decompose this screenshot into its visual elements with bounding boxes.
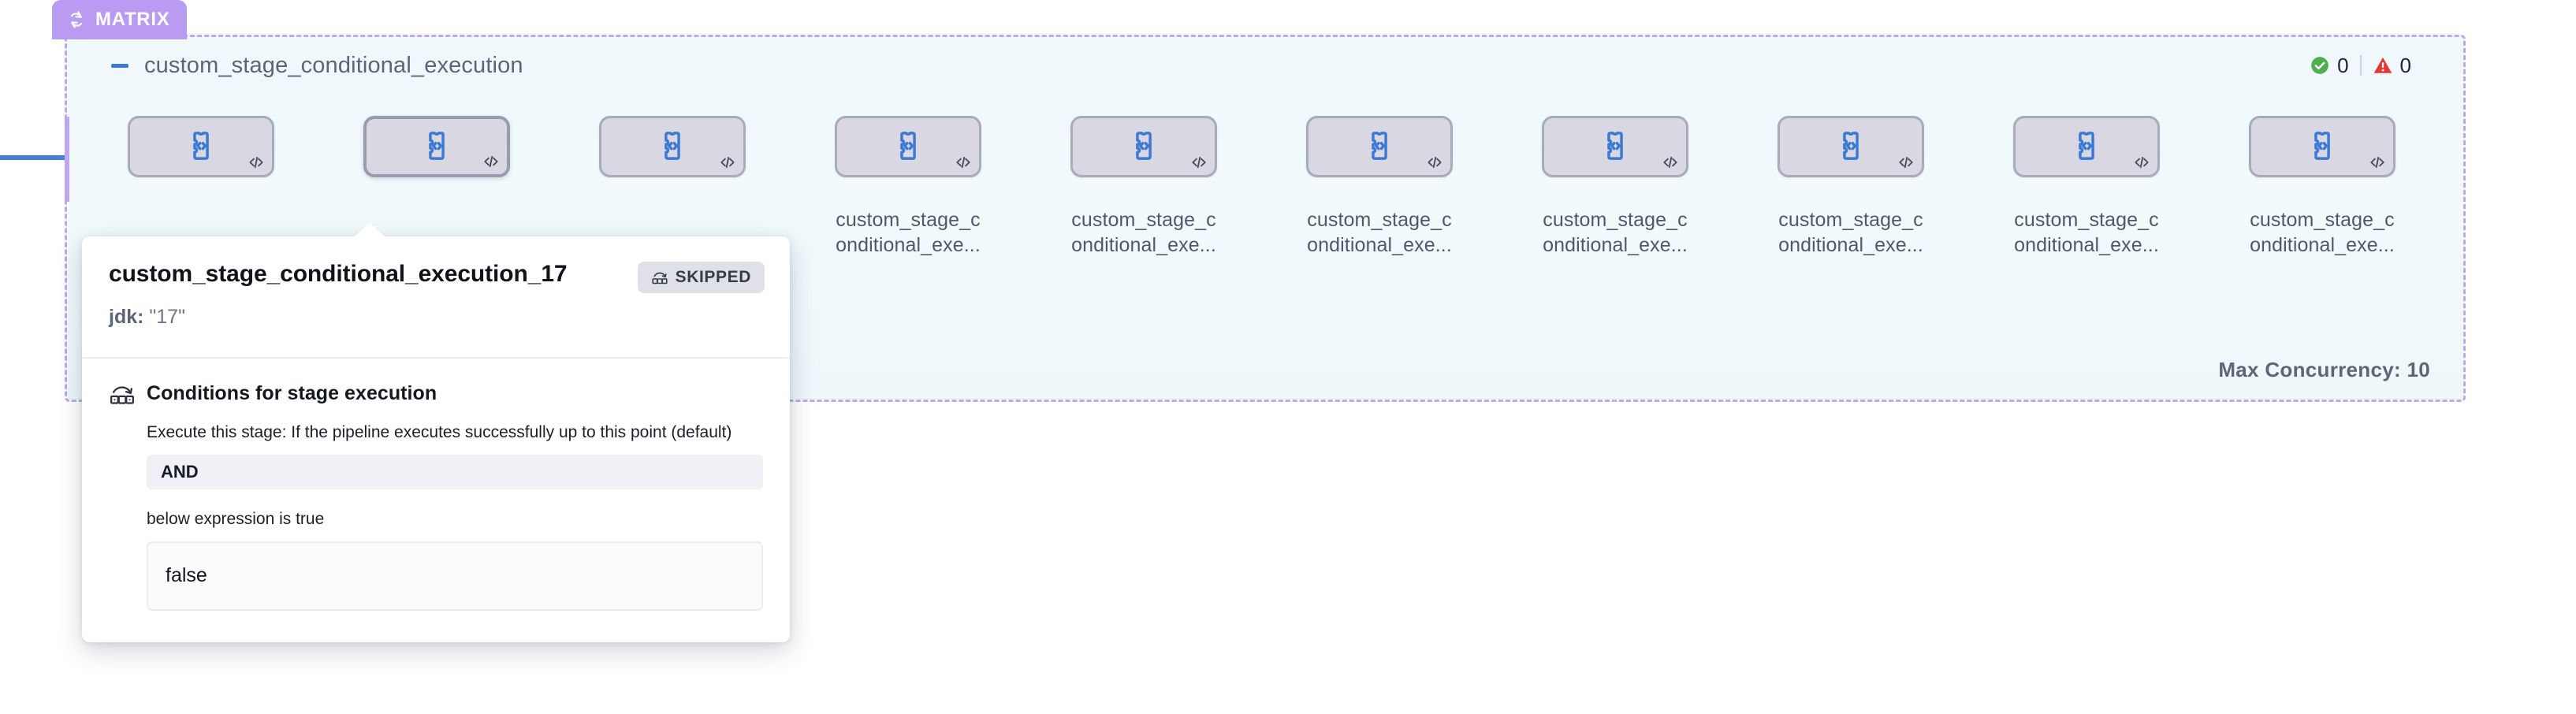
conditions-expression-field[interactable]: false	[147, 541, 763, 611]
repeat-loop-icon	[66, 9, 87, 30]
node-label[interactable]: custom_stage_c onditional_exe...	[2249, 207, 2395, 258]
node-label-line-2: onditional_exe...	[1543, 234, 1688, 256]
node-label-line-2: onditional_exe...	[1071, 234, 1216, 256]
popover-header: custom_stage_conditional_execution_17 jd…	[82, 236, 790, 359]
node-card[interactable]	[1542, 116, 1688, 177]
node-card[interactable]	[1070, 116, 1217, 177]
status-summary: 0 0	[2299, 50, 2422, 80]
conditions-content: Execute this stage: If the pipeline exec…	[109, 422, 763, 611]
minus-icon[interactable]	[108, 54, 132, 77]
popover-title: custom_stage_conditional_execution_17	[109, 261, 568, 287]
parameter-value: "17"	[149, 306, 185, 328]
code-puzzle-icon	[184, 128, 218, 163]
edge-joint-marker	[65, 117, 69, 202]
node-label-line-2: onditional_exe...	[836, 234, 981, 256]
warning-count: 0	[2399, 54, 2411, 77]
node-label-line-1: custom_stage_c	[2014, 209, 2159, 231]
code-puzzle-icon	[1362, 128, 1397, 163]
matrix-node-4[interactable]: custom_stage_c onditional_exe...	[1070, 116, 1217, 258]
code-tag-icon	[482, 153, 500, 170]
node-label-line-1: custom_stage_c	[836, 209, 981, 231]
matrix-node-3[interactable]: custom_stage_c onditional_exe...	[835, 116, 981, 258]
node-label-line-1: custom_stage_c	[1071, 209, 1216, 231]
code-puzzle-icon	[1833, 128, 1868, 163]
node-label-line-2: onditional_exe...	[1778, 234, 1923, 256]
success-count: 0	[2337, 54, 2349, 77]
matrix-node-8[interactable]: custom_stage_c onditional_exe...	[2013, 116, 2160, 258]
code-tag-icon	[2369, 154, 2386, 171]
status-badge-skipped[interactable]: SKIPPED	[637, 262, 765, 293]
node-label-line-2: onditional_exe...	[1307, 234, 1452, 256]
code-puzzle-icon	[2069, 128, 2104, 163]
minus-icon-bar	[111, 63, 128, 68]
skip-over-icon	[651, 269, 668, 286]
skip-over-icon	[109, 381, 136, 407]
node-label-line-2: onditional_exe...	[2250, 234, 2395, 256]
code-puzzle-icon	[655, 128, 690, 163]
node-label[interactable]: custom_stage_c onditional_exe...	[835, 207, 981, 258]
matrix-node-5[interactable]: custom_stage_c onditional_exe...	[1306, 116, 1453, 258]
incoming-edge-connector	[0, 155, 68, 160]
node-label-line-1: custom_stage_c	[1543, 209, 1688, 231]
matrix-group-badge-label: MATRIX	[95, 8, 170, 30]
max-concurrency-label: Max Concurrency: 10	[2218, 358, 2430, 381]
matrix-node-0[interactable]: custom_stage_conditional_exe...	[128, 116, 274, 258]
code-puzzle-icon	[419, 128, 454, 163]
status-badge-success[interactable]: 0	[2299, 50, 2359, 80]
status-badge-warning[interactable]: 0	[2362, 50, 2422, 80]
page-title: custom_stage_conditional_execution	[144, 52, 523, 78]
node-card[interactable]	[835, 116, 981, 177]
matrix-nodes-row: custom_stage_c onditional_exe... custom_st…	[67, 116, 2463, 281]
node-label[interactable]: custom_stage_c onditional_exe...	[1778, 207, 1924, 258]
node-card[interactable]	[2249, 116, 2395, 177]
code-tag-icon	[719, 154, 736, 171]
node-label-line-1: custom_stage_c	[1778, 209, 1923, 231]
parameter-key: jdk:	[109, 306, 144, 328]
code-tag-icon	[1426, 154, 1443, 171]
code-puzzle-icon	[1598, 128, 1632, 163]
node-card[interactable]	[599, 116, 746, 177]
code-tag-icon	[248, 154, 265, 171]
code-puzzle-icon	[2305, 128, 2340, 163]
code-tag-icon	[955, 154, 972, 171]
matrix-node-1[interactable]: custom_stage_conditional_exe...	[363, 116, 510, 258]
code-puzzle-icon	[891, 128, 925, 163]
popover-arrow	[354, 223, 385, 237]
warning-triangle-icon	[2373, 55, 2393, 76]
code-puzzle-icon	[1126, 128, 1161, 163]
matrix-group-header: custom_stage_conditional_execution 0	[67, 37, 2463, 94]
node-label-line-2: onditional_exe...	[2014, 234, 2159, 256]
code-tag-icon	[1897, 154, 1915, 171]
skipped-badge-label: SKIPPED	[675, 268, 751, 286]
stage-details-popover: custom_stage_conditional_execution_17 jd…	[82, 223, 790, 642]
matrix-group-badge[interactable]: MATRIX	[52, 0, 188, 39]
code-tag-icon	[1190, 154, 1208, 171]
node-label-line-1: custom_stage_c	[1307, 209, 1452, 231]
check-circle-icon	[2310, 55, 2330, 76]
node-label-line-1: custom_stage_c	[2250, 209, 2395, 231]
code-tag-icon	[2133, 154, 2150, 171]
matrix-node-7[interactable]: custom_stage_c onditional_exe...	[1778, 116, 1924, 258]
node-card[interactable]	[2013, 116, 2160, 177]
node-card[interactable]	[1306, 116, 1453, 177]
node-card[interactable]	[128, 116, 274, 177]
conditions-description: Execute this stage: If the pipeline exec…	[147, 422, 732, 441]
node-card[interactable]	[1778, 116, 1924, 177]
node-label[interactable]: custom_stage_c onditional_exe...	[1070, 207, 1217, 258]
matrix-node-9[interactable]: custom_stage_c onditional_exe...	[2249, 116, 2395, 258]
matrix-node-6[interactable]: custom_stage_c onditional_exe...	[1542, 116, 1688, 258]
node-label[interactable]: custom_stage_c onditional_exe...	[1306, 207, 1453, 258]
matrix-node-2[interactable]: custom_stage_conditional_exe...	[599, 116, 746, 258]
conditions-subtitle: below expression is true	[147, 509, 325, 528]
node-card[interactable]	[363, 116, 510, 177]
conditions-title: Conditions for stage execution	[147, 382, 437, 404]
conditions-header: Conditions for stage execution	[109, 381, 763, 407]
node-label[interactable]: custom_stage_c onditional_exe...	[1542, 207, 1688, 258]
code-tag-icon	[1662, 154, 1679, 171]
node-label[interactable]: custom_stage_c onditional_exe...	[2013, 207, 2160, 258]
conditions-operator-field[interactable]: AND	[147, 454, 763, 489]
status-divider	[2359, 55, 2362, 76]
popover-parameters: jdk: "17"	[109, 304, 763, 330]
popover-body: Conditions for stage execution Execute t…	[82, 359, 790, 642]
